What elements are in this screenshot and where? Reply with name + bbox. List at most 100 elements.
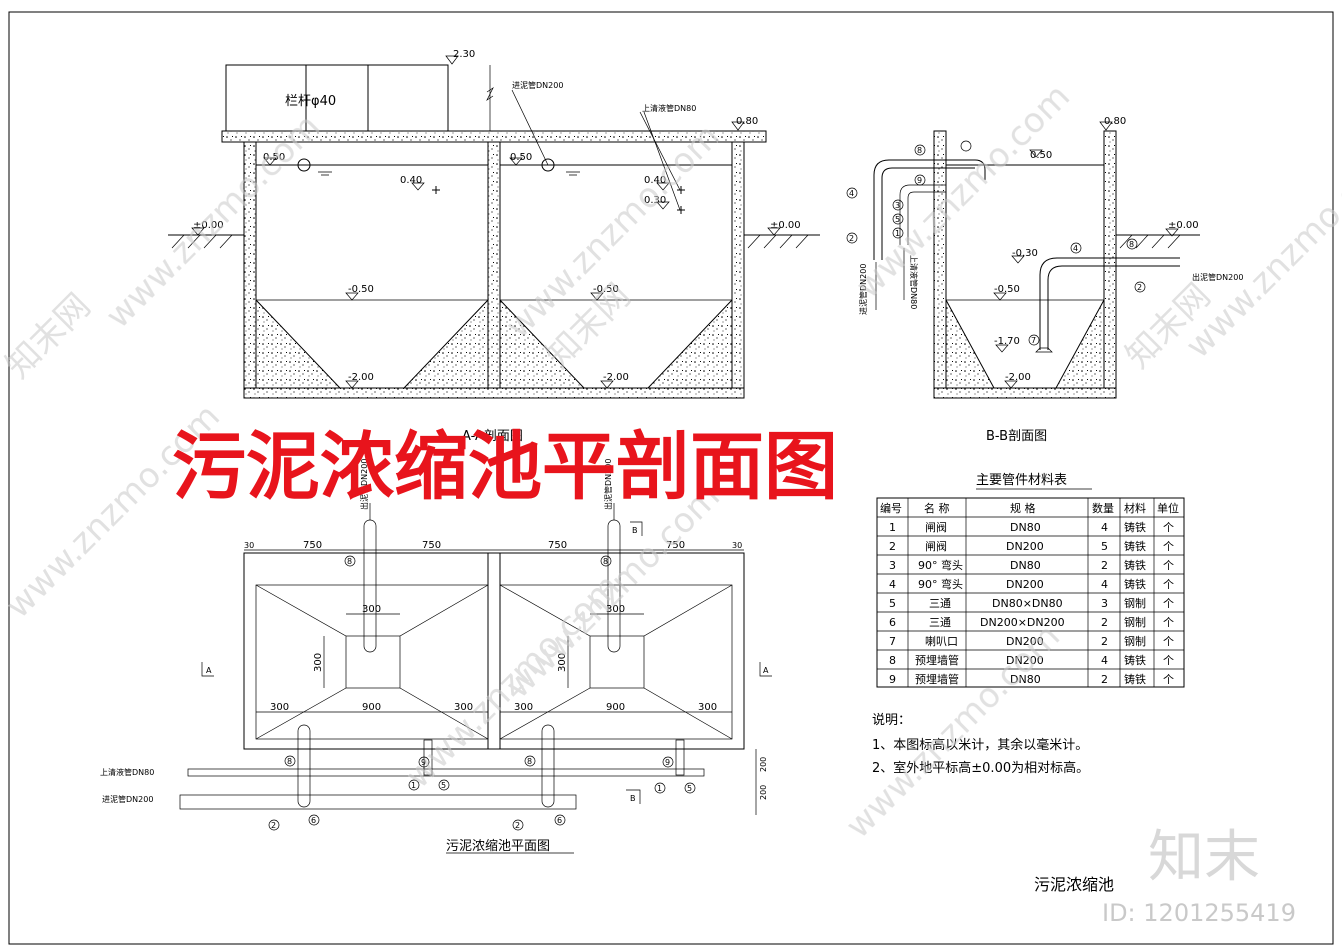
- marker-b-8b: 8: [1129, 240, 1134, 249]
- marker-b-1: 1: [895, 229, 900, 238]
- plan-label-sludge: 进泥管DN200: [102, 794, 153, 804]
- plan-marker-8d: 8: [527, 757, 532, 766]
- plan-mark-a-left: A: [206, 666, 212, 675]
- table-cell-spec: DN200: [1006, 540, 1044, 553]
- plan-marker-6a: 6: [311, 816, 316, 825]
- plan-mark-b-bottom: B: [630, 794, 636, 803]
- plan-dim-30a: 30: [244, 541, 254, 550]
- plan-dim-300-top1: 300: [362, 604, 381, 615]
- plan-dim-b2-900: 900: [606, 702, 625, 713]
- table-cell-name: 预埋墙管: [915, 653, 959, 667]
- plan-mark-b-top: B: [632, 526, 638, 535]
- table-cell-qty: 2: [1101, 616, 1108, 629]
- plan-dim-300-side1: 300: [313, 653, 324, 672]
- brand-logo: 知末: [1148, 825, 1260, 890]
- table-cell-spec: DN80: [1010, 521, 1041, 534]
- table-cell-material: 铸铁: [1124, 539, 1146, 553]
- table-header-spec: 规 格: [1010, 501, 1036, 515]
- plan-marker-2b: 2: [515, 821, 520, 830]
- plan-marker-1a: 1: [411, 781, 416, 790]
- plan-marker-1b: 1: [657, 784, 662, 793]
- elev-a-water2: 0.50: [510, 152, 532, 163]
- elev-a-cone2: -0.50: [593, 284, 619, 295]
- plan-marker-8a: 8: [347, 557, 352, 566]
- notes-heading: 说明：: [872, 713, 911, 728]
- plan-marker-5a: 5: [441, 781, 446, 790]
- hopper-fill-1a: [255, 298, 342, 389]
- table-cell-qty: 4: [1101, 521, 1108, 534]
- elev-a-cone1: -0.50: [348, 284, 374, 295]
- table-cell-material: 铸铁: [1124, 653, 1146, 667]
- watermark-8: www.znzmo.com: [838, 616, 1068, 846]
- plan-drawing: [179, 503, 772, 815]
- plan-dim-right-200a: 200: [759, 757, 768, 772]
- table-cell-no: 2: [889, 540, 896, 553]
- base-slab: [243, 387, 745, 399]
- table-cell-name: 三通: [929, 616, 951, 629]
- plan-marker-9b: 9: [665, 758, 670, 767]
- marker-b-7: 7: [1031, 336, 1036, 345]
- overlay-title: 污泥浓缩池平剖面图: [172, 424, 838, 510]
- plan-dim-b1-300b: 300: [454, 702, 473, 713]
- plan-dim-30b: 30: [732, 541, 742, 550]
- table-cell-unit: 个: [1163, 635, 1174, 648]
- caption-plan: 污泥浓缩池平面图: [446, 838, 550, 854]
- table-cell-spec: DN200: [1006, 654, 1044, 667]
- elev-b-m170: -1.70: [994, 336, 1020, 347]
- plan-dim-b2-300a: 300: [514, 702, 533, 713]
- table-cell-unit: 个: [1163, 559, 1174, 572]
- table-row-6: 6 三通 DN200×DN200 2 钢制 个: [889, 616, 1174, 629]
- table-cell-qty: 5: [1101, 540, 1108, 553]
- elev-a-bottom2: -2.00: [603, 372, 629, 383]
- note-2: 2、室外地平标高±0.00为相对标高。: [872, 760, 1089, 776]
- table-cell-name: 闸阀: [925, 520, 947, 534]
- plan-dim-b1-900: 900: [362, 702, 381, 713]
- table-cell-no: 1: [889, 521, 896, 534]
- table-header-qty: 数量: [1092, 502, 1114, 515]
- table-cell-spec: DN80×DN80: [992, 597, 1063, 610]
- plan-marker-2a: 2: [271, 821, 276, 830]
- plan-dim-300-top2: 300: [606, 604, 625, 615]
- table-cell-name: 三通: [929, 597, 951, 610]
- plan-markers: [268, 555, 696, 831]
- marker-b-4a: 4: [849, 189, 854, 198]
- label-pipe-out-b: 出泥管DN200: [1192, 272, 1243, 282]
- marker-b-9: 9: [917, 176, 922, 185]
- plan-dim-b1-300a: 300: [270, 702, 289, 713]
- table-cell-material: 钢制: [1124, 597, 1146, 610]
- section-b-drawing: [846, 121, 1200, 399]
- sheet-border: [8, 11, 1334, 945]
- marker-b-5: 5: [895, 215, 900, 224]
- label-sludge-in-a: 进泥管DN200: [512, 80, 563, 90]
- hopper-fill-2b: [646, 298, 733, 389]
- table-cell-qty: 3: [1101, 597, 1108, 610]
- table-cell-name: 90° 弯头: [918, 577, 963, 591]
- plan-marker-8b: 8: [603, 557, 608, 566]
- plan-marker-9a: 9: [421, 758, 426, 767]
- plan-label-super: 上清液管DN80: [100, 767, 154, 777]
- table-cell-no: 4: [889, 578, 896, 591]
- table-cell-no: 5: [889, 597, 896, 610]
- label-supernatant-a: 上清液管DN80: [642, 103, 696, 113]
- elev-b-m030: -0.30: [1012, 248, 1038, 259]
- table-cell-unit: 个: [1163, 597, 1174, 610]
- mid-wall: [487, 141, 501, 389]
- plan-label-out1: 出泥管DN200: [359, 459, 369, 510]
- table-cell-qty: 2: [1101, 673, 1108, 686]
- table-title: 主要管件材料表: [976, 473, 1067, 488]
- marker-b-2b: 2: [1137, 283, 1142, 292]
- table-header-row: 编号 名 称 规 格 数量 材料 单位: [880, 501, 1179, 515]
- table-row-5: 5 三通 DN80×DN80 3 钢制 个: [889, 597, 1174, 610]
- table-cell-unit: 个: [1163, 521, 1174, 534]
- table-cell-unit: 个: [1163, 654, 1174, 667]
- table-cell-material: 铸铁: [1124, 672, 1146, 686]
- table-row-4: 4 90° 弯头 DN200 4 铸铁 个: [889, 577, 1174, 591]
- caption-section-b: B-B剖面图: [986, 429, 1047, 444]
- table-cell-no: 3: [889, 559, 896, 572]
- table-cell-unit: 个: [1163, 616, 1174, 629]
- watermark-1: www.znzmo.com: [98, 106, 328, 336]
- elev-a-040b: 0.40: [644, 175, 666, 186]
- table-cell-name: 预埋墙管: [915, 672, 959, 686]
- plan-marker-5b: 5: [687, 784, 692, 793]
- table-cell-unit: 个: [1163, 673, 1174, 686]
